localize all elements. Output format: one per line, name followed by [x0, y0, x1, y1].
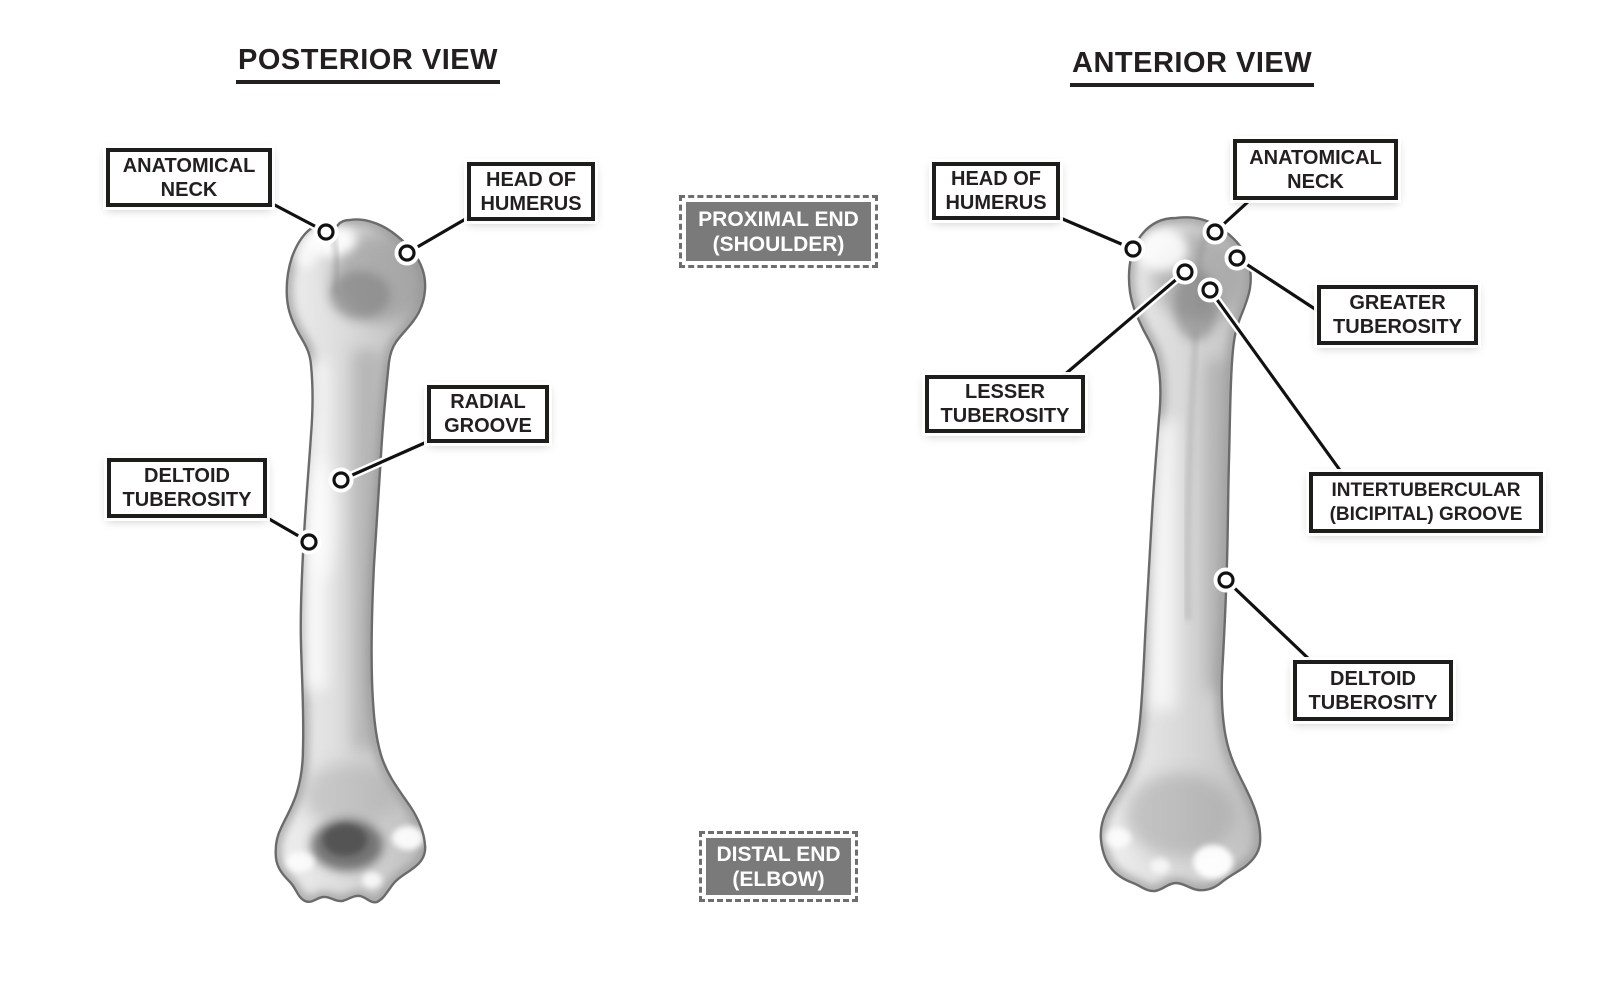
leader-anterior-greater-tuberosity — [1233, 254, 1322, 315]
anterior-view-title: ANTERIOR VIEW — [1070, 47, 1315, 87]
marker-anterior-head-of-humerus — [1124, 240, 1142, 258]
label-anterior-head-of-humerus: HEAD OF HUMERUS — [932, 162, 1060, 220]
marker-posterior-radial-groove — [332, 471, 350, 489]
marker-anterior-intertubercular-groove — [1201, 281, 1219, 299]
marker-posterior-anatomical-neck-dot — [317, 223, 335, 241]
humerus-posterior-illustration — [274, 218, 427, 904]
proximal-end-label: PROXIMAL END (SHOULDER) — [686, 202, 871, 261]
leader-anterior-head-of-humerus — [1054, 213, 1137, 253]
leader-posterior-radial-groove — [337, 437, 433, 484]
leader-anterior-deltoid-tuberosity — [1222, 576, 1315, 665]
label-posterior-deltoid-tuberosity: DELTOID TUBEROSITY — [107, 458, 267, 518]
marker-anterior-anatomical-neck — [1206, 223, 1224, 241]
marker-posterior-head-of-humerus — [398, 244, 416, 262]
leader-lines — [260, 196, 1346, 665]
proximal-end-box: PROXIMAL END (SHOULDER) — [679, 195, 878, 268]
leader-markers — [296, 219, 1250, 593]
label-posterior-radial-groove: RADIAL GROOVE — [427, 385, 549, 443]
label-posterior-head-of-humerus: HEAD OF HUMERUS — [467, 162, 595, 221]
distal-end-box: DISTAL END (ELBOW) — [699, 831, 858, 902]
marker-anterior-lesser-tuberosity — [1176, 263, 1194, 281]
posterior-view-title: POSTERIOR VIEW — [236, 44, 500, 84]
label-anterior-lesser-tuberosity: LESSER TUBEROSITY — [925, 375, 1085, 433]
label-anterior-anatomical-neck: ANATOMICAL NECK — [1233, 139, 1398, 200]
leader-anterior-intertubercular-groove — [1206, 286, 1346, 477]
marker-posterior-deltoid-tuberosity — [300, 533, 318, 551]
marker-anterior-greater-tuberosity — [1228, 249, 1246, 267]
label-anterior-greater-tuberosity: GREATER TUBEROSITY — [1317, 285, 1478, 345]
label-anterior-intertubercular-groove: INTERTUBERCULAR (BICIPITAL) GROOVE — [1309, 472, 1543, 533]
label-posterior-anatomical-neck: ANATOMICAL NECK — [106, 148, 272, 207]
leader-anterior-lesser-tuberosity — [1059, 268, 1189, 380]
marker-anterior-deltoid-tuberosity — [1217, 571, 1235, 589]
label-anterior-deltoid-tuberosity: DELTOID TUBEROSITY — [1293, 660, 1453, 721]
distal-end-label: DISTAL END (ELBOW) — [706, 838, 851, 895]
